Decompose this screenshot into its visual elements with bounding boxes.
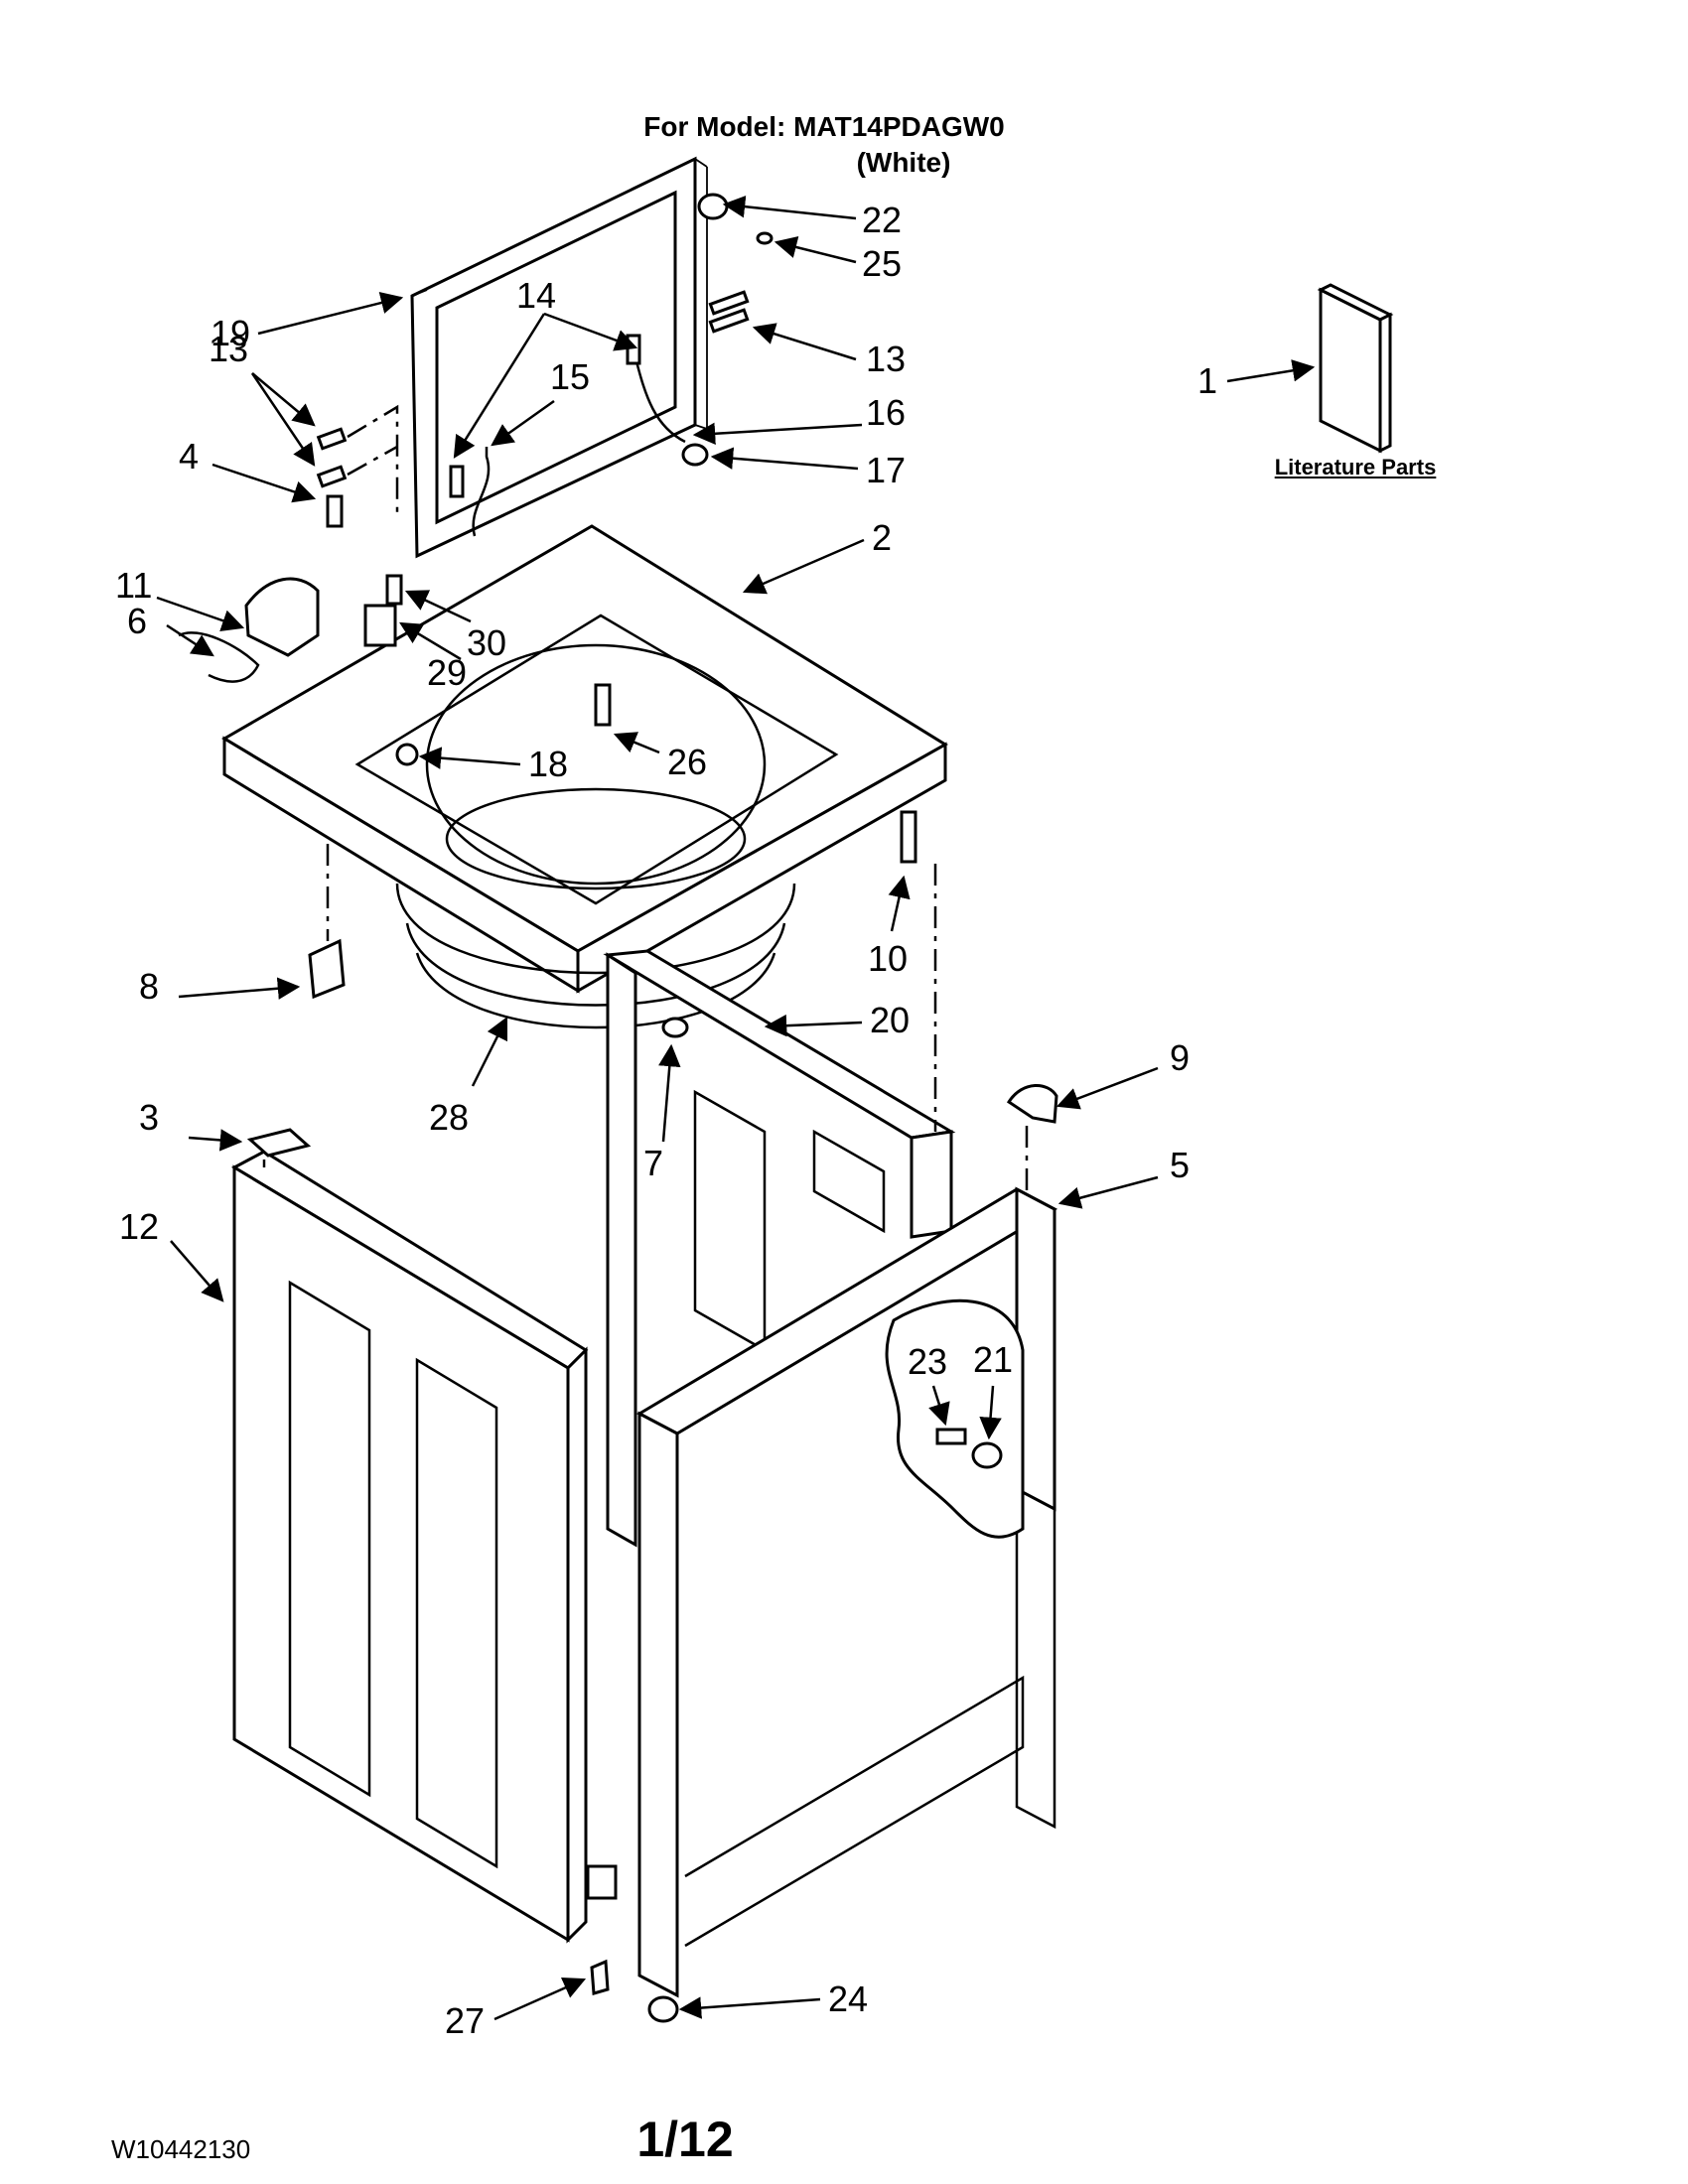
screw-30 [385,574,403,606]
lid-switch-11 [244,577,320,657]
pin-10 [900,810,917,864]
callout-6: 6 [127,601,147,641]
screw-path [347,404,399,516]
callout-23: 23 [908,1341,947,1382]
pad-3 [246,1128,312,1158]
callout-20: 20 [870,1000,910,1040]
callout-18: 18 [528,744,568,784]
bracket-8 [308,938,346,1000]
callout-10: 10 [868,938,908,979]
callout-25: 25 [862,243,902,284]
cabinet-top [221,524,948,994]
screw-26 [594,683,612,727]
screws-13-left [316,427,348,488]
screws-13-right [708,290,750,334]
callout-16: 16 [866,392,906,433]
callout-3: 3 [139,1097,159,1138]
callout-8: 8 [139,966,159,1007]
hinge-rod-left [472,447,491,537]
screw-4 [326,494,344,528]
callout-28: 28 [429,1097,469,1138]
lid-bumper-22 [697,193,729,220]
rear-panel [603,949,956,1548]
callout-12: 12 [119,1206,159,1247]
callout-13-left: 13 [209,329,248,369]
hinge-rod-right [633,356,686,444]
lid-plug-25 [756,231,774,245]
cutout-view [885,1298,1025,1539]
foot-left [586,1864,618,1900]
callout-27: 27 [445,2000,485,2041]
lid-bumper-17 [681,443,709,467]
screw-23 [935,1428,967,1445]
callout-14: 14 [516,275,556,316]
screw-24 [647,1995,679,2023]
callout-labels: 1 2 3 4 5 6 7 8 9 10 11 12 13 13 14 15 1… [115,200,1217,2041]
grommet-21 [971,1441,1003,1469]
callout-5: 5 [1170,1145,1190,1185]
callout-29: 29 [427,652,467,693]
hinge-14-right [626,334,641,365]
callout-15: 15 [550,356,590,397]
model-color: (White) [856,147,951,178]
callout-9: 9 [1170,1037,1190,1078]
literature-book [1317,283,1394,454]
callout-4: 4 [179,436,199,477]
callout-24: 24 [828,1979,868,2019]
tub-ring [395,883,796,1029]
bracket-27 [590,1959,610,1995]
callout-17: 17 [866,450,906,490]
document-number: W10442130 [111,2134,251,2164]
clip-7 [661,1017,689,1038]
callout-2: 2 [872,517,892,558]
side-panel-left [230,1150,589,1944]
callout-22: 22 [862,200,902,240]
leader-lines [156,195,1316,2021]
grommet-18 [395,743,419,766]
page-number: 1/12 [636,2112,734,2167]
callout-19: 19 [211,313,250,353]
callout-1: 1 [1197,360,1217,401]
clamp-9 [1006,1084,1058,1124]
model-title: For Model: MAT14PDAGW0 [643,111,1005,142]
side-panel-right [635,1186,1058,1998]
callout-11: 11 [115,565,152,606]
callout-21: 21 [973,1339,1013,1380]
callout-30: 30 [467,622,506,663]
clip-6 [178,631,260,683]
callout-26: 26 [667,742,707,782]
callout-7: 7 [643,1143,663,1183]
hinge-29 [363,604,397,647]
callout-13-right: 13 [866,339,906,379]
literature-parts-label: Literature Parts [1274,455,1437,479]
hinge-14-left [449,465,465,498]
